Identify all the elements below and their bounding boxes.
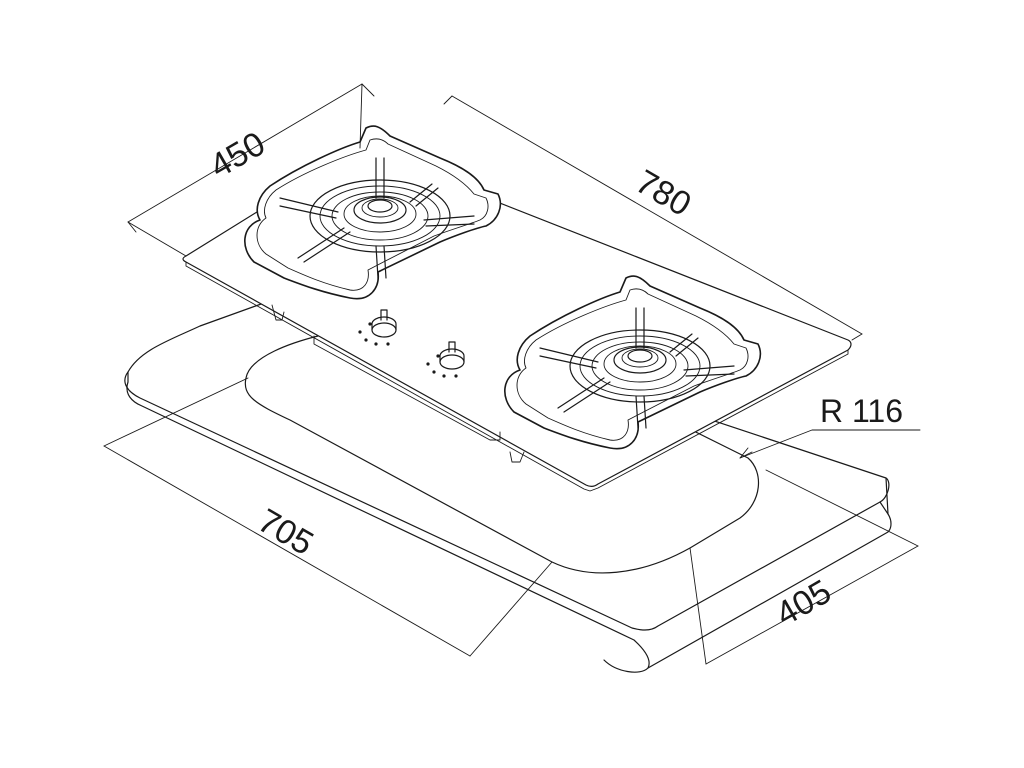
left-knob: [358, 309, 397, 346]
dim-label-780: 780: [629, 163, 697, 224]
cutout-opening: [244, 299, 760, 574]
dim-label-405: 405: [770, 573, 838, 634]
dim-label-r116: R 116: [820, 393, 903, 429]
countertop: [124, 289, 892, 673]
dim-label-450: 450: [204, 125, 272, 186]
right-knob: [426, 341, 465, 378]
dimension-radius-116: R 116: [739, 393, 921, 459]
right-burner: [504, 275, 762, 450]
left-burner: [244, 125, 502, 300]
dim-label-705: 705: [252, 502, 320, 563]
